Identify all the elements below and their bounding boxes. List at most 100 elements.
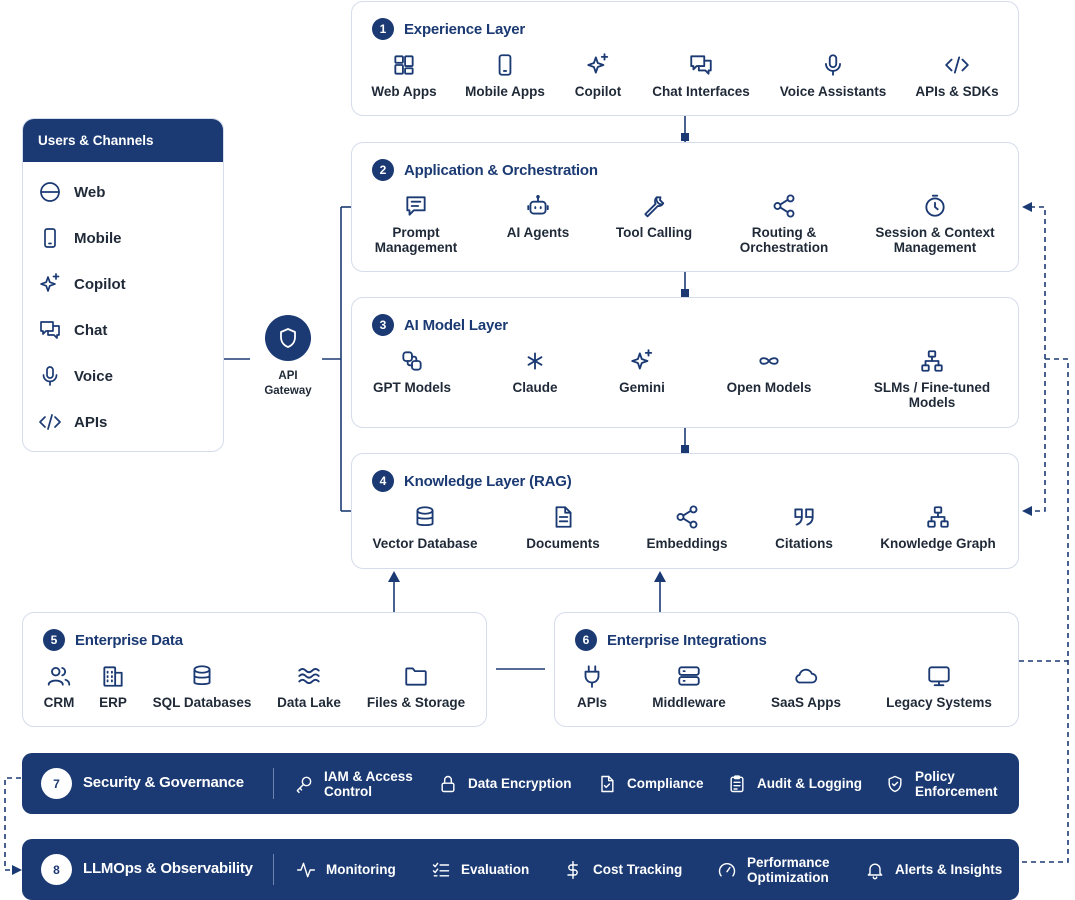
- claude-item[interactable]: Claude: [460, 348, 610, 395]
- evaluation-item[interactable]: Evaluation: [431, 839, 529, 900]
- database-icon: [193, 665, 211, 686]
- iam-access-item[interactable]: IAM & Access Control: [294, 753, 413, 814]
- alerts-insights-item[interactable]: Alerts & Insights: [865, 839, 1002, 900]
- sparkle-icon: [631, 349, 653, 370]
- channel-voice[interactable]: Voice: [38, 364, 113, 388]
- ai-agents-item[interactable]: AI Agents: [463, 193, 613, 240]
- layer-title: Application & Orchestration: [404, 161, 598, 179]
- globe-icon: [40, 182, 60, 202]
- monitoring-item[interactable]: Monitoring: [296, 839, 396, 900]
- bar-number: 8: [41, 854, 72, 885]
- data-lake-item[interactable]: Data Lake: [234, 663, 384, 710]
- gpt-models-item[interactable]: GPT Models: [337, 348, 487, 395]
- folder-icon: [405, 667, 427, 686]
- users-channels-title: Users & Channels: [23, 119, 223, 162]
- tool-calling-item[interactable]: Tool Calling: [579, 193, 729, 240]
- pulse-icon: [296, 862, 316, 877]
- compliance-item[interactable]: Compliance: [597, 753, 704, 814]
- web-apps-item[interactable]: Web Apps: [329, 52, 479, 99]
- layer-number: 1: [372, 18, 394, 40]
- sparkle-icon: [587, 53, 609, 74]
- vector-database-item[interactable]: Vector Database: [350, 504, 500, 551]
- timer-icon: [925, 194, 945, 217]
- bell-icon: [867, 863, 883, 879]
- slm-models-item[interactable]: SLMs / Fine-tuned Models: [857, 348, 1007, 410]
- api-gateway[interactable]: API Gateway: [246, 315, 330, 399]
- gateway-label-line1: API: [278, 370, 298, 382]
- server-icon: [678, 666, 700, 686]
- crm-item[interactable]: CRM: [0, 663, 134, 710]
- shield-icon: [280, 328, 296, 348]
- sql-databases-item[interactable]: SQL Databases: [127, 663, 277, 710]
- apis-item[interactable]: APIs: [517, 663, 667, 710]
- code-icon: [945, 56, 969, 74]
- quote-icon: [794, 508, 814, 526]
- users-icon: [47, 666, 71, 686]
- share-icon: [676, 505, 698, 529]
- hierarchy-icon: [921, 350, 943, 372]
- open-models-item[interactable]: Open Models: [694, 348, 844, 395]
- data-encryption-item[interactable]: Data Encryption: [438, 753, 572, 814]
- audit-logging-item[interactable]: Audit & Logging: [727, 753, 862, 814]
- policy-enforcement-item[interactable]: Policy Enforcement: [885, 753, 998, 814]
- gemini-item[interactable]: Gemini: [567, 348, 717, 395]
- middleware-item[interactable]: Middleware: [614, 663, 764, 710]
- document-check-icon: [601, 775, 614, 792]
- dollar-icon: [567, 860, 578, 879]
- cost-tracking-item[interactable]: Cost Tracking: [563, 839, 682, 900]
- voice-assistants-item[interactable]: Voice Assistants: [758, 52, 908, 99]
- hierarchy-icon: [927, 506, 949, 528]
- lock-icon: [441, 775, 455, 792]
- prompt-management-item[interactable]: Prompt Management: [341, 193, 491, 255]
- cloud-icon: [795, 668, 818, 684]
- mobile-apps-item[interactable]: Mobile Apps: [430, 52, 580, 99]
- bar-number: 7: [41, 768, 72, 799]
- embeddings-item[interactable]: Embeddings: [612, 504, 762, 551]
- gateway-label-line2: Gateway: [264, 385, 312, 397]
- checklist-icon: [432, 862, 450, 877]
- share-icon: [773, 194, 795, 218]
- infinity-icon: [759, 357, 779, 365]
- llmops-observability-bar: 8 LLMOps & Observability Monitoring Eval…: [22, 839, 1019, 900]
- layer-number: 4: [372, 470, 394, 492]
- bar-title: LLMOps & Observability: [83, 860, 253, 877]
- channel-mobile[interactable]: Mobile: [38, 226, 122, 250]
- robot-icon: [527, 195, 549, 215]
- monitor-icon: [928, 666, 950, 687]
- prompt-icon: [406, 196, 426, 216]
- wrench-icon: [644, 196, 665, 218]
- database-icon: [416, 506, 434, 527]
- bar-divider: [273, 768, 274, 799]
- chat-interfaces-item[interactable]: Chat Interfaces: [626, 52, 776, 99]
- channel-apis[interactable]: APIs: [38, 410, 107, 434]
- routing-orchestration-item[interactable]: Routing & Orchestration: [709, 193, 859, 255]
- performance-optimization-item[interactable]: Performance Optimization: [717, 839, 830, 900]
- bar-divider: [273, 854, 274, 885]
- legacy-systems-item[interactable]: Legacy Systems: [864, 663, 1014, 710]
- plug-icon: [584, 665, 600, 688]
- session-context-item[interactable]: Session & Context Management: [860, 193, 1010, 255]
- layer-title: Enterprise Data: [75, 631, 183, 649]
- knowledge-layer-card: 4 Knowledge Layer (RAG) Vector Database …: [351, 453, 1019, 569]
- saas-apps-item[interactable]: SaaS Apps: [731, 663, 881, 710]
- layer-number: 2: [372, 159, 394, 181]
- erp-item[interactable]: ERP: [38, 663, 188, 710]
- mic-icon: [42, 366, 58, 386]
- sparkle-icon: [40, 273, 60, 292]
- links-icon: [402, 351, 422, 371]
- layer-title: Knowledge Layer (RAG): [404, 472, 572, 490]
- ai-model-layer-card: 3 AI Model Layer GPT Models Claude Gemin…: [351, 297, 1019, 428]
- knowledge-graph-item[interactable]: Knowledge Graph: [863, 504, 1013, 551]
- channel-chat[interactable]: Chat: [38, 318, 107, 342]
- copilot-item[interactable]: Copilot: [523, 52, 673, 99]
- clipboard-icon: [730, 774, 744, 792]
- citations-item[interactable]: Citations: [729, 504, 879, 551]
- chat-icon: [40, 321, 60, 339]
- channel-web[interactable]: Web: [38, 180, 105, 204]
- channel-copilot[interactable]: Copilot: [38, 272, 126, 296]
- bar-title: Security & Governance: [83, 774, 244, 791]
- files-storage-item[interactable]: Files & Storage: [341, 663, 491, 710]
- apis-sdks-item[interactable]: APIs & SDKs: [882, 52, 1032, 99]
- documents-item[interactable]: Documents: [488, 504, 638, 551]
